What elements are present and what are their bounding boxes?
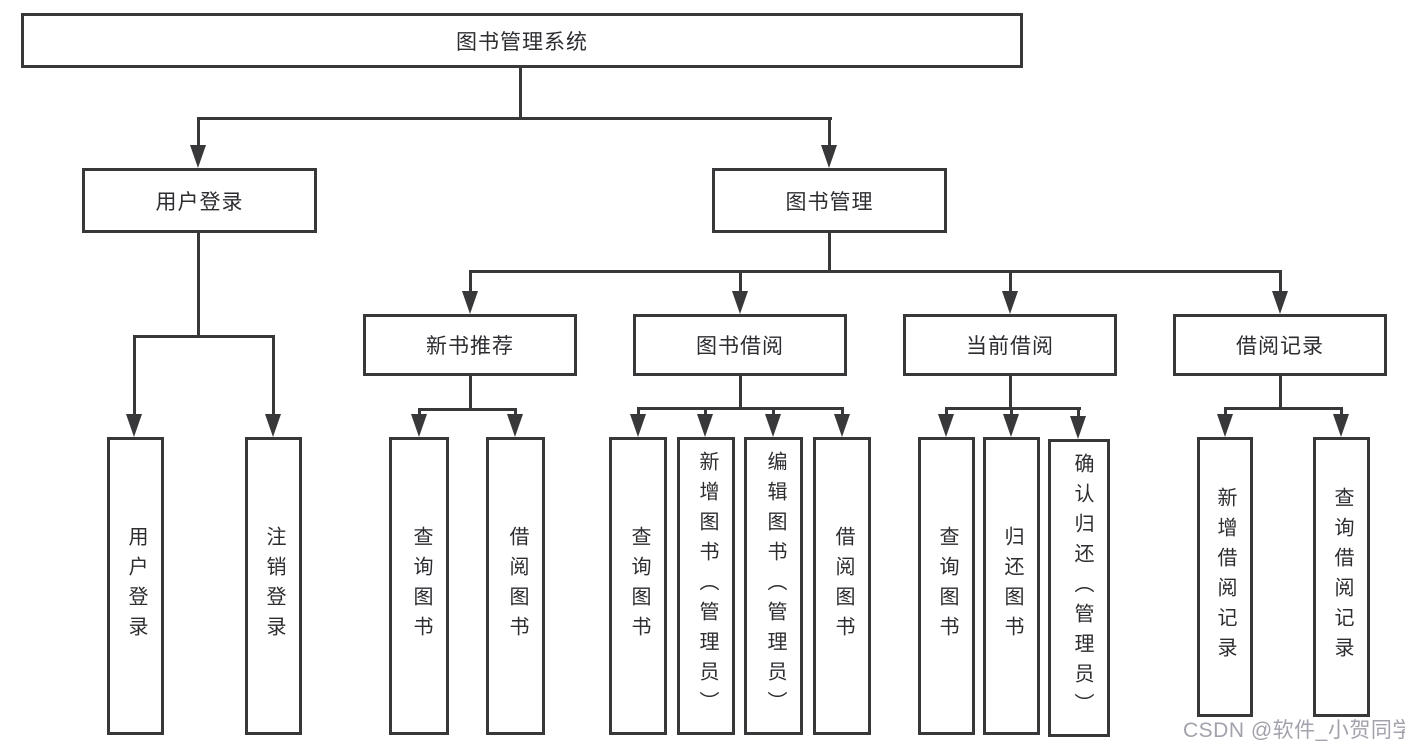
connector-line xyxy=(945,407,1081,410)
node-current-borrow: 当前借阅 xyxy=(903,314,1117,376)
arrow-down-icon xyxy=(411,414,427,437)
connector-line xyxy=(1340,407,1343,417)
leaf-query-borrow-record: 查询借阅记录 xyxy=(1313,437,1370,717)
connector-line xyxy=(1010,407,1013,417)
arrow-down-icon xyxy=(507,414,523,437)
connector-line xyxy=(739,376,742,407)
connector-line xyxy=(637,407,844,410)
arrow-down-icon xyxy=(1272,291,1288,314)
arrow-down-icon xyxy=(126,414,142,437)
connector-line xyxy=(133,335,136,417)
connector-line xyxy=(1279,270,1282,295)
connector-line xyxy=(841,407,844,417)
leaf-borrow-book-2: 借阅图书 xyxy=(813,437,871,735)
arrow-down-icon xyxy=(697,414,713,437)
arrow-down-icon xyxy=(630,414,646,437)
leaf-add-book-admin: 新增图书（管理员） xyxy=(677,437,735,735)
connector-line xyxy=(739,270,742,295)
leaf-logout: 注销登录 xyxy=(245,437,302,735)
connector-line xyxy=(1009,376,1012,407)
connector-line xyxy=(704,407,707,417)
arrow-down-icon xyxy=(1070,416,1086,439)
connector-line xyxy=(272,335,275,417)
node-book-borrow: 图书借阅 xyxy=(633,314,847,376)
connector-line xyxy=(1224,407,1343,410)
leaf-query-book-3: 查询图书 xyxy=(918,437,975,735)
connector-line xyxy=(418,408,517,411)
arrow-down-icon xyxy=(1333,414,1349,437)
connector-line xyxy=(637,407,640,417)
arrow-down-icon xyxy=(821,145,837,168)
arrow-down-icon xyxy=(938,414,954,437)
arrow-down-icon xyxy=(732,291,748,314)
connector-line xyxy=(133,335,275,338)
connector-line xyxy=(514,408,517,417)
connector-line xyxy=(197,117,200,148)
leaf-edit-book-admin: 编辑图书（管理员） xyxy=(744,437,803,735)
node-new-book-recommend: 新书推荐 xyxy=(363,314,577,376)
connector-line xyxy=(945,407,948,417)
leaf-query-book-2: 查询图书 xyxy=(609,437,667,735)
connector-line xyxy=(1009,270,1012,295)
leaf-query-book-1: 查询图书 xyxy=(389,437,449,735)
connector-line xyxy=(1077,407,1080,417)
arrow-down-icon xyxy=(462,291,478,314)
node-root-library-system: 图书管理系统 xyxy=(21,13,1023,68)
arrow-down-icon xyxy=(765,414,781,437)
arrow-down-icon xyxy=(265,414,281,437)
connector-line xyxy=(828,233,831,273)
connector-line xyxy=(1224,407,1227,417)
connector-line xyxy=(197,117,832,120)
connector-line xyxy=(772,407,775,417)
connector-line xyxy=(828,117,831,148)
connector-line xyxy=(1279,376,1282,407)
connector-line xyxy=(418,408,421,417)
arrow-down-icon xyxy=(834,414,850,437)
leaf-return-book: 归还图书 xyxy=(983,437,1040,735)
leaf-user-login: 用户登录 xyxy=(107,437,164,735)
node-user-login: 用户登录 xyxy=(82,168,317,233)
leaf-borrow-book-1: 借阅图书 xyxy=(486,437,545,735)
leaf-confirm-return-admin: 确认归还（管理员） xyxy=(1048,439,1110,737)
arrow-down-icon xyxy=(1003,414,1019,437)
connector-line xyxy=(197,233,200,335)
arrow-down-icon xyxy=(190,145,206,168)
arrow-down-icon xyxy=(1002,291,1018,314)
connector-line xyxy=(519,68,522,117)
connector-line xyxy=(469,376,472,408)
connector-line xyxy=(469,270,472,295)
node-borrow-record: 借阅记录 xyxy=(1173,314,1387,376)
leaf-add-borrow-record: 新增借阅记录 xyxy=(1197,437,1253,717)
csdn-watermark: CSDN @软件_小贺同学 xyxy=(1183,719,1405,742)
node-book-management: 图书管理 xyxy=(712,168,947,233)
connector-line xyxy=(469,270,1282,273)
arrow-down-icon xyxy=(1217,414,1233,437)
